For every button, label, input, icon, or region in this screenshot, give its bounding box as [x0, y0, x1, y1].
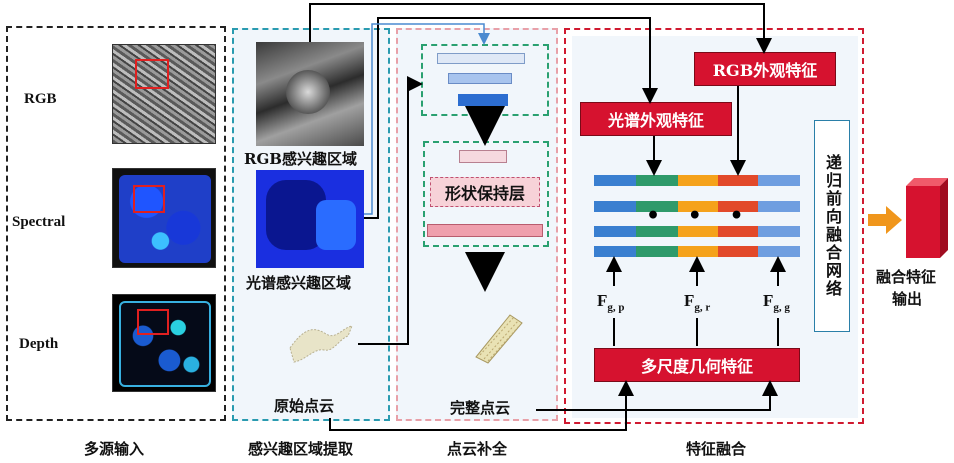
rgb-roi-label: RGB感兴趣区域 [244, 150, 357, 168]
section-label-fusion: 特征融合 [686, 440, 747, 458]
spectral-input-image [112, 168, 216, 268]
output-cube-icon [906, 178, 948, 258]
recursive-fusion-net-label: 递归前向融合网络 [823, 154, 842, 298]
section-label-multi-source: 多源输入 [84, 440, 145, 458]
encoder-bar-3 [458, 94, 508, 106]
section-label-completion: 点云补全 [447, 440, 508, 458]
spectral-input-label: Spectral [12, 214, 66, 230]
depth-input-image [112, 294, 216, 392]
multiscale-geometry-feature-box: 多尺度几何特征 [594, 348, 800, 382]
feature-strip-4 [594, 246, 800, 257]
rgb-roi-image [256, 42, 364, 146]
fg-r-label: Fg, r [684, 291, 711, 314]
roi-marker [135, 59, 169, 89]
spectral-roi-label: 光谱感兴趣区域 [246, 274, 352, 292]
complete-cloud-shape [475, 314, 523, 364]
raw-cloud-label: 原始点云 [274, 397, 335, 415]
roi-marker [137, 309, 169, 335]
recursive-fusion-net-box: 递归前向融合网络 [814, 120, 850, 332]
decoder-bar-wide [427, 224, 543, 237]
output-label-line2: 输出 [892, 290, 923, 308]
ellipsis-dots: • • • [646, 203, 754, 229]
raw-cloud-shape [289, 325, 353, 363]
complete-cloud-label: 完整点云 [450, 399, 511, 417]
encoder-bar-1 [437, 53, 525, 64]
feature-strip-3 [594, 226, 800, 237]
spectral-appearance-feature-box: 光谱外观特征 [580, 102, 732, 136]
complete-point-cloud-image [466, 305, 526, 365]
shape-layer-label: 形状保持层 [444, 184, 525, 203]
output-arrow [868, 206, 902, 234]
section-label-roi: 感兴趣区域提取 [248, 440, 354, 458]
output-label-line1: 融合特征 [876, 268, 937, 286]
rgb-appearance-feature-box: RGB外观特征 [694, 52, 836, 86]
fg-p-label: Fg, p [597, 291, 625, 314]
spectral-roi-image [256, 170, 364, 268]
raw-point-cloud-image [284, 318, 356, 368]
output-block [906, 178, 948, 258]
decoder-bar-small [459, 150, 507, 163]
roi-marker [133, 185, 165, 213]
fg-g-label: Fg, g [763, 291, 790, 314]
rgb-input-image [112, 44, 216, 144]
orange-arrow-icon [868, 206, 902, 234]
rgb-input-label: RGB [24, 91, 57, 107]
shape-layer-box: 形状保持层 [430, 177, 540, 207]
multi-source-panel [6, 26, 226, 421]
encoder-bar-2 [448, 73, 512, 84]
depth-input-label: Depth [19, 336, 59, 352]
feature-strip-1 [594, 175, 800, 186]
